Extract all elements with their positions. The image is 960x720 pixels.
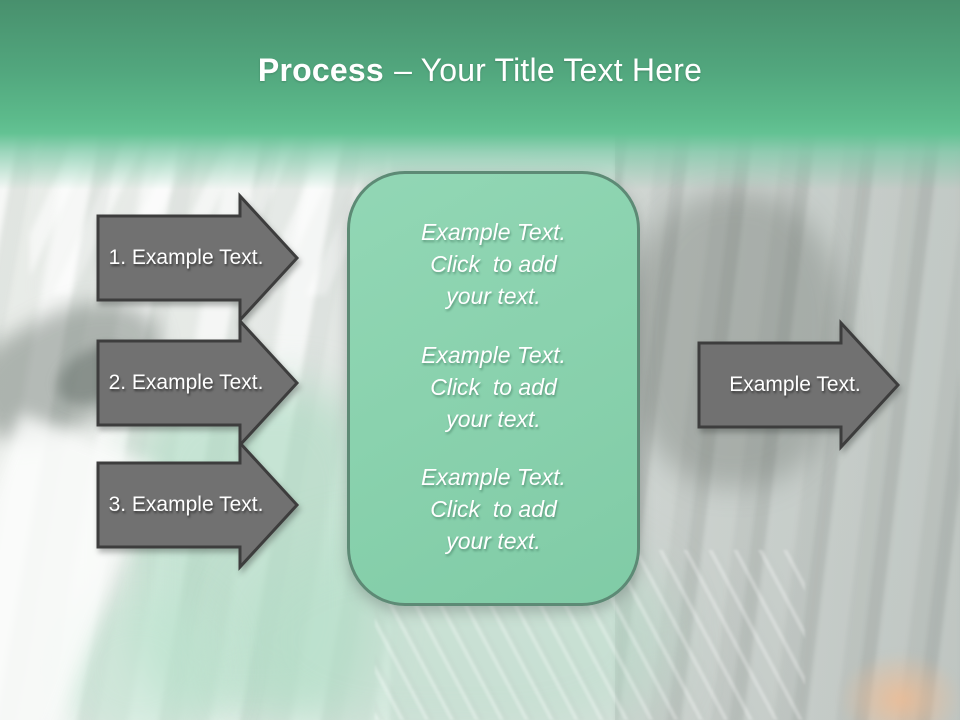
- right-arrow-shape-icon: [96, 317, 300, 449]
- box-line: Example Text.: [421, 464, 566, 490]
- content-box-text-block-2[interactable]: Example Text. Click to add your text.: [366, 339, 621, 435]
- content-box[interactable]: Example Text. Click to add your text. Ex…: [347, 171, 640, 606]
- slide-title: Process – Your Title Text Here: [0, 52, 960, 89]
- bg-peach-glow: [838, 652, 960, 720]
- content-box-text-block-1[interactable]: Example Text. Click to add your text.: [366, 216, 621, 312]
- process-arrow-1[interactable]: 1. Example Text.: [95, 191, 301, 325]
- title-bar: Process – Your Title Text Here: [0, 0, 960, 190]
- process-arrow-3[interactable]: 3. Example Text.: [95, 438, 301, 572]
- process-arrow-1-label: 1. Example Text.: [108, 246, 264, 269]
- output-arrow[interactable]: Example Text.: [696, 318, 902, 452]
- box-line: your text.: [446, 283, 541, 309]
- right-arrow-shape-icon: [96, 192, 300, 324]
- bg-nozzle-silhouette-right: [628, 192, 843, 487]
- right-arrow-shape-icon: [96, 439, 300, 571]
- process-arrow-2[interactable]: 2. Example Text.: [95, 316, 301, 450]
- box-line: Click to add: [430, 496, 557, 522]
- box-line: Example Text.: [421, 219, 566, 245]
- content-box-text-block-3[interactable]: Example Text. Click to add your text.: [366, 461, 621, 557]
- box-line: your text.: [446, 528, 541, 554]
- process-arrow-2-label: 2. Example Text.: [108, 371, 264, 394]
- slide-title-keyword: Process: [257, 52, 384, 88]
- slide-title-rest: – Your Title Text Here: [394, 52, 703, 88]
- right-arrow-shape-icon: [697, 319, 901, 451]
- box-line: your text.: [446, 405, 541, 432]
- box-line: Click to add: [430, 251, 557, 277]
- process-arrow-3-label: 3. Example Text.: [108, 493, 264, 516]
- box-line: Example Text.: [421, 341, 566, 368]
- box-line: Click to add: [430, 373, 557, 400]
- output-arrow-label: Example Text.: [729, 373, 861, 396]
